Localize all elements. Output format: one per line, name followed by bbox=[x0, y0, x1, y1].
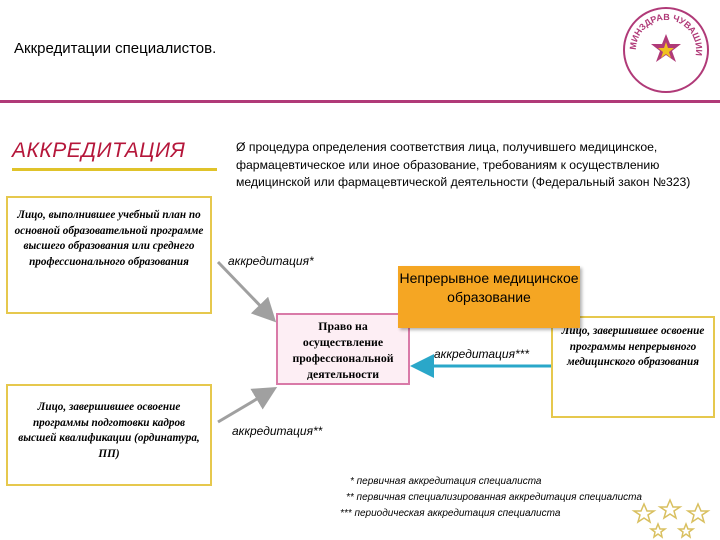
label-periodic-accreditation: аккредитация*** bbox=[434, 347, 530, 361]
star-icon bbox=[676, 521, 696, 539]
definition-text: Ø процедура определения соответствия лиц… bbox=[236, 140, 691, 189]
footnote-specialized: ** первичная специализированная аккредит… bbox=[346, 492, 642, 503]
star-icon bbox=[631, 502, 657, 524]
continuing-medical-education-box: Непрерывное медицинское образование bbox=[398, 266, 580, 328]
star-emblem-icon bbox=[651, 34, 681, 62]
star-icon bbox=[685, 502, 711, 524]
arrow-primary bbox=[216, 260, 277, 323]
page-title: Аккредитации специалистов. bbox=[14, 40, 217, 57]
logo-emblem: МИНЗДРАВ ЧУВАШИИ bbox=[623, 7, 709, 93]
heading-underline bbox=[12, 168, 217, 171]
label-primary-accreditation: аккредитация* bbox=[228, 254, 314, 268]
graduate-box: Лицо, выполнившее учебный план по основн… bbox=[6, 196, 212, 314]
header-divider bbox=[0, 100, 720, 103]
continuing-education-box: Лицо, завершившее освоение программы неп… bbox=[551, 316, 715, 418]
right-to-practice-box: Право на осуществление профессиональной … bbox=[276, 313, 410, 385]
star-icon bbox=[657, 498, 683, 520]
star-icon bbox=[648, 521, 668, 539]
residency-box: Лицо, завершившее освоение программы под… bbox=[6, 384, 212, 486]
footnote-primary: * первичная аккредитация специалиста bbox=[350, 476, 542, 487]
decorative-stars bbox=[631, 498, 711, 539]
footnote-periodic: *** периодическая аккредитация специалис… bbox=[340, 508, 561, 519]
label-specialized-accreditation: аккредитация** bbox=[232, 424, 323, 438]
section-heading: АККРЕДИТАЦИЯ bbox=[12, 139, 186, 162]
arrow-specialized bbox=[217, 386, 278, 424]
